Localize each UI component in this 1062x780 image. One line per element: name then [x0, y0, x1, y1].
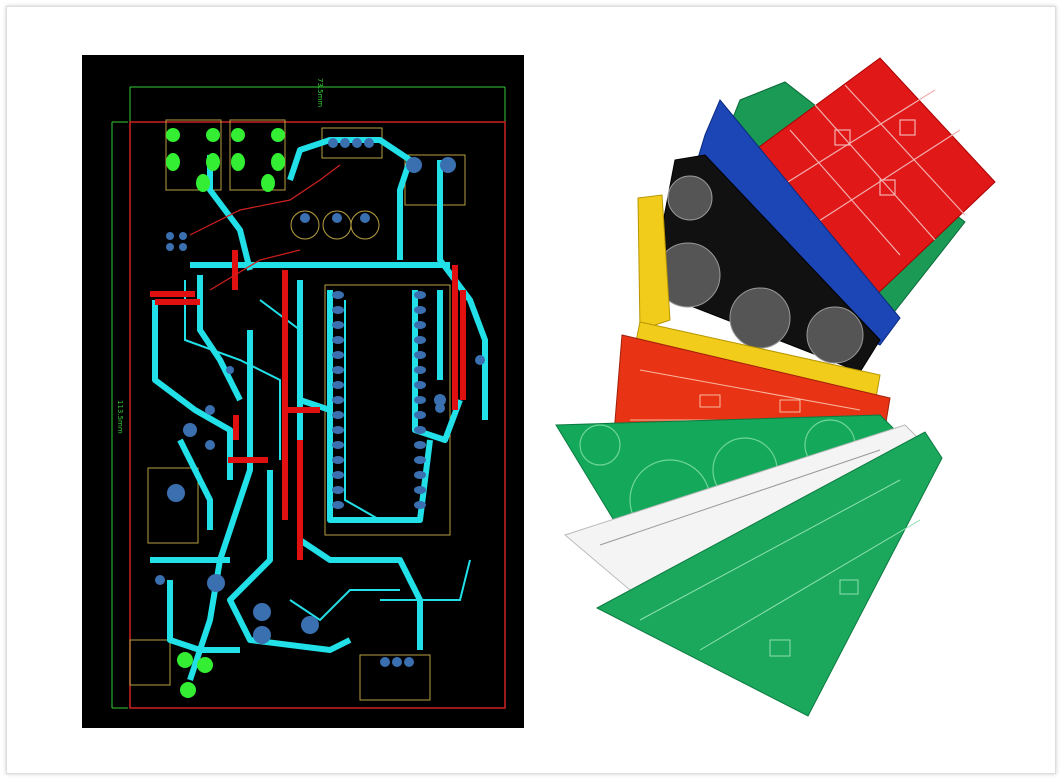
- pcb-boards-photo: [555, 57, 996, 717]
- yellow-board-small: [637, 194, 671, 331]
- board-outline: [129, 121, 506, 709]
- pcb-layout-view: 73.5mm 113.5mm: [82, 55, 524, 728]
- jumper-wires: [150, 250, 466, 560]
- thin-traces: [184, 280, 471, 622]
- green-board-bottom: [595, 431, 943, 717]
- ic-pins: [332, 291, 426, 509]
- height-dimension-label: 113.5mm: [116, 400, 124, 434]
- component-pads: [155, 138, 485, 667]
- width-dimension-label: 73.5mm: [316, 78, 324, 107]
- connector-pads: [166, 128, 285, 698]
